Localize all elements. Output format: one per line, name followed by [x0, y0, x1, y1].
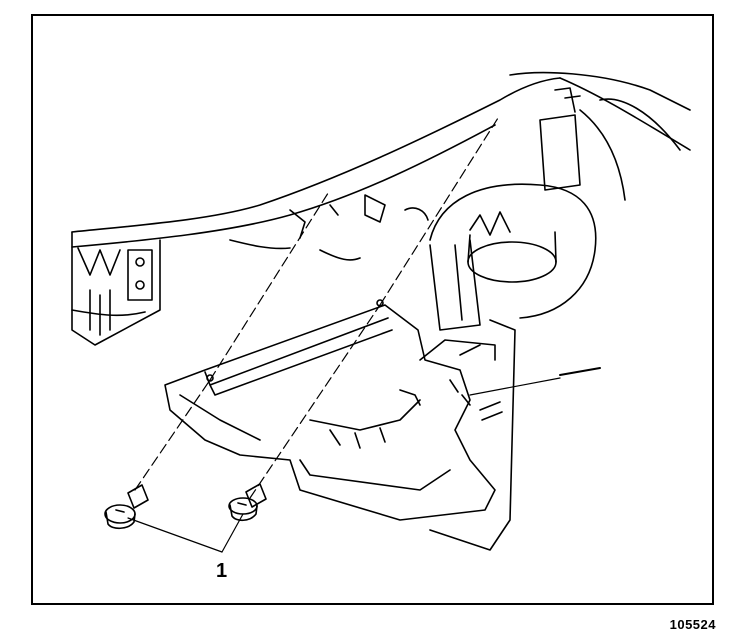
- underbody-shield: [164, 304, 516, 551]
- figure-id: 105524: [669, 617, 716, 632]
- wheelhouse: [429, 87, 681, 331]
- fastener-bolt-left: [104, 484, 149, 530]
- body-panel: [71, 71, 691, 248]
- reflector-strip: [469, 367, 601, 396]
- leader-lines: [134, 117, 499, 499]
- callout-leader: [127, 513, 244, 553]
- frame-bracket: [71, 231, 161, 346]
- mount-brackets: [229, 194, 429, 261]
- fastener-bolt-right: [228, 483, 267, 522]
- callout-number-1: 1: [216, 560, 228, 582]
